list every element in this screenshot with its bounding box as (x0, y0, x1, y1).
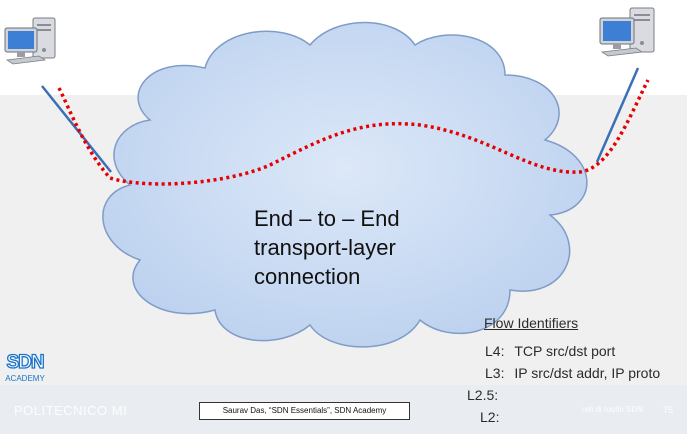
right-link-line (595, 67, 640, 163)
flow-row-value: IP src/dst addr, IP proto (514, 365, 661, 381)
flow-row-label: L2: (480, 409, 500, 425)
footer-course: reti di routin SDN (582, 405, 643, 414)
flow-row-label: L4: (485, 343, 505, 359)
flow-row-l2: L2: (480, 409, 499, 425)
flow-row-label: L3: (485, 365, 505, 381)
cloud-label-line: End – to – End (254, 206, 400, 231)
cloud-shape (102, 21, 588, 348)
logo-academy-text: ACADEMY (5, 374, 45, 383)
left-link-line (41, 85, 112, 173)
cloud-label-line: transport-layer (254, 235, 396, 260)
sdn-academy-logo: SDN ACADEMY (4, 351, 46, 398)
flow-row-label: L2.5: (467, 387, 499, 403)
cloud-label: End – to – End transport-layer connectio… (254, 204, 400, 291)
flow-row-value: TCP src/dst port (514, 343, 616, 359)
flow-row-l4: L4: TCP src/dst port (485, 343, 615, 359)
footer-institution: POLITECNICO MI (14, 403, 128, 418)
flow-row-l3: L3: IP src/dst addr, IP proto (485, 365, 660, 381)
end-to-end-path (57, 79, 650, 186)
page-number: 75 (663, 405, 674, 415)
computer-icon (4, 17, 56, 65)
cloud-label-line: connection (254, 264, 361, 289)
logo-sdn-text: SDN (6, 351, 45, 373)
flow-row-l25: L2.5: (467, 387, 498, 403)
citation-box: Saurav Das, “SDN Essentials”, SDN Academ… (199, 402, 410, 420)
flow-identifiers-title: Flow Identifiers (484, 315, 579, 331)
computer-icon (599, 7, 655, 57)
